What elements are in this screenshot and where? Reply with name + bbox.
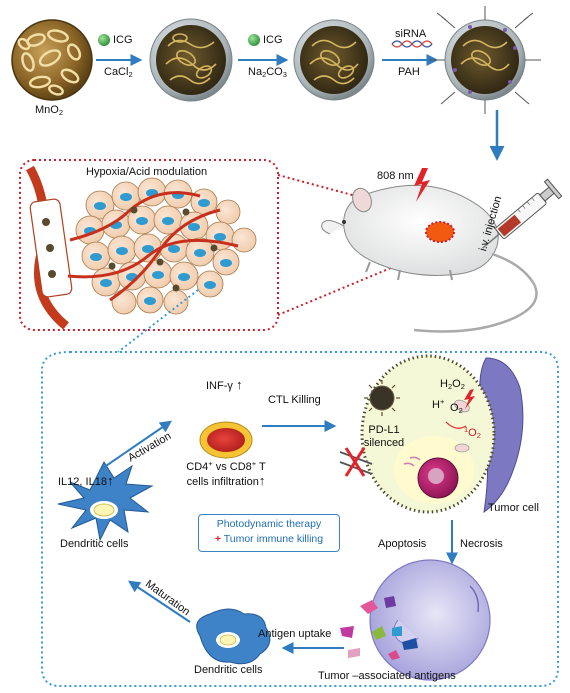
- blood-vessel: [26, 165, 73, 330]
- nanoparticle-stage-3: [293, 19, 375, 101]
- mouse-tumor: [425, 221, 455, 243]
- cd-line-2-text: cells infiltration: [186, 475, 259, 488]
- ifn-label: INF-γ ↑: [206, 377, 243, 393]
- singlet-sup: 1: [464, 425, 469, 434]
- antigen-fragments-icon: [340, 596, 418, 660]
- t-cell-icon: [199, 421, 253, 459]
- dendritic-cell-icon: [57, 460, 154, 542]
- step3-bottom-label: PAH: [398, 66, 420, 78]
- pdt-line-2-text: Tumor immune killing: [221, 533, 324, 545]
- laser-bolt-small-icon: [464, 389, 475, 409]
- cd-t-text: T: [256, 461, 266, 473]
- pdt-box: Photodynamic therapy + Tumor immune kill…: [198, 514, 340, 552]
- mouse-illustration: [321, 184, 538, 333]
- necrosis-label: Necrosis: [460, 538, 503, 550]
- infiltration-up-arrow-icon: ↑: [258, 472, 266, 488]
- h2o2-o: O: [452, 378, 461, 390]
- il-up-arrow-icon: ↑: [106, 473, 114, 488]
- laser-bolt-icon: [414, 168, 430, 202]
- tumor-box-title: Hypoxia/Acid modulation: [86, 166, 208, 178]
- hplus-sup: +: [439, 397, 445, 406]
- h2o2-sub1: 2: [447, 382, 453, 391]
- nanoparticle-final: [429, 6, 541, 114]
- arrow-activation: [99, 420, 172, 471]
- step3-top-label: siRNA: [395, 28, 427, 40]
- dendritic-bottom-label: Dendritic cells: [194, 664, 263, 676]
- h2o2-label: H2O2: [440, 378, 465, 392]
- pdl1-line-1: PD-L1: [368, 424, 400, 436]
- dendritic-cell-round-icon: [196, 608, 271, 665]
- pdl1-blocked-icon: [339, 447, 373, 477]
- step1-salt-subscript: 2: [128, 70, 133, 79]
- tumor-box: [19, 159, 279, 331]
- step2-co-text: CO: [266, 66, 283, 78]
- sirna-helix-icon: [391, 40, 433, 48]
- step2-salt-label: Na2CO3: [248, 66, 287, 80]
- singlet-sub: 2: [476, 431, 481, 440]
- pdt-line-1: Photodynamic therapy: [216, 518, 322, 530]
- pdt-plus: +: [214, 533, 221, 545]
- h2o2-h: H: [440, 378, 448, 390]
- step1-salt-text: CaCl: [104, 66, 129, 78]
- mno2-text: MnO: [35, 104, 59, 116]
- ifn-up-arrow-icon: ↑: [235, 377, 243, 392]
- tumor-cell-large: [360, 354, 524, 514]
- cd-line-2: cells infiltration↑: [186, 472, 266, 489]
- ros-arrow: [445, 421, 467, 429]
- step2-reagent-label: ICG: [263, 34, 283, 46]
- pdt-line-2: + Tumor immune killing: [199, 532, 339, 547]
- il-label: IL12, IL18↑: [58, 473, 114, 489]
- tumor-antigens-label: Tumor –associated antigens: [318, 670, 456, 682]
- o2-sub: 2: [458, 406, 463, 415]
- il-text: IL12, IL18: [58, 476, 107, 488]
- icg-dot-1: [98, 34, 110, 46]
- mno2-particle: [11, 19, 93, 101]
- step2-na-subscript: 2: [262, 70, 267, 79]
- hplus-h: H: [432, 399, 440, 411]
- tumor-tissue: [67, 177, 257, 315]
- dendritic-top-label: Dendritic cells: [60, 538, 129, 550]
- ctl-label: CTL Killing: [268, 394, 321, 406]
- h2o2-sub2: 2: [460, 382, 465, 391]
- hplus-label: H+: [432, 397, 445, 412]
- arrow-maturation: [128, 580, 191, 623]
- cd8-sup: +: [251, 459, 257, 468]
- cd8-text: vs CD8: [212, 461, 252, 473]
- step2-na-text: Na: [248, 66, 263, 78]
- mno2-subscript: 2: [58, 108, 64, 117]
- step2-co-subscript: 3: [282, 70, 287, 79]
- laser-label: 808 nm: [377, 170, 414, 182]
- cd4-sup: +: [208, 459, 213, 468]
- o2-o: O: [450, 402, 459, 414]
- cd-line-1: CD4+ vs CD8+ T: [186, 459, 266, 474]
- zoom-line-blue: [117, 289, 199, 353]
- immune-cycle-box: [41, 351, 559, 687]
- icg-dot-2: [248, 34, 260, 46]
- cd-infiltration-label: CD4+ vs CD8+ T cells infiltration↑: [186, 459, 266, 489]
- step1-reagent-label: ICG: [113, 34, 133, 46]
- apoptosis-label: Apoptosis: [378, 538, 427, 550]
- singlet-oxygen-label: 1O2: [464, 425, 481, 441]
- ifn-text: INF-γ: [206, 380, 233, 392]
- syringe-icon: [482, 178, 563, 249]
- mno2-label: MnO2: [35, 104, 63, 118]
- tumor-cell-label: Tumor cell: [488, 502, 539, 514]
- o2-label: O2: [450, 402, 463, 416]
- pdl1-label: PD-L1 silenced: [364, 424, 404, 449]
- nanoparticle-stage-2: [149, 18, 233, 102]
- step1-salt-label: CaCl2: [104, 66, 133, 80]
- dying-tumor-cell-icon: [369, 559, 491, 681]
- antigen-uptake-label: Antigen uptake: [258, 628, 332, 640]
- cd4-text: CD4: [186, 461, 209, 473]
- pdl1-line-2: silenced: [363, 436, 405, 449]
- singlet-o: O: [468, 427, 477, 439]
